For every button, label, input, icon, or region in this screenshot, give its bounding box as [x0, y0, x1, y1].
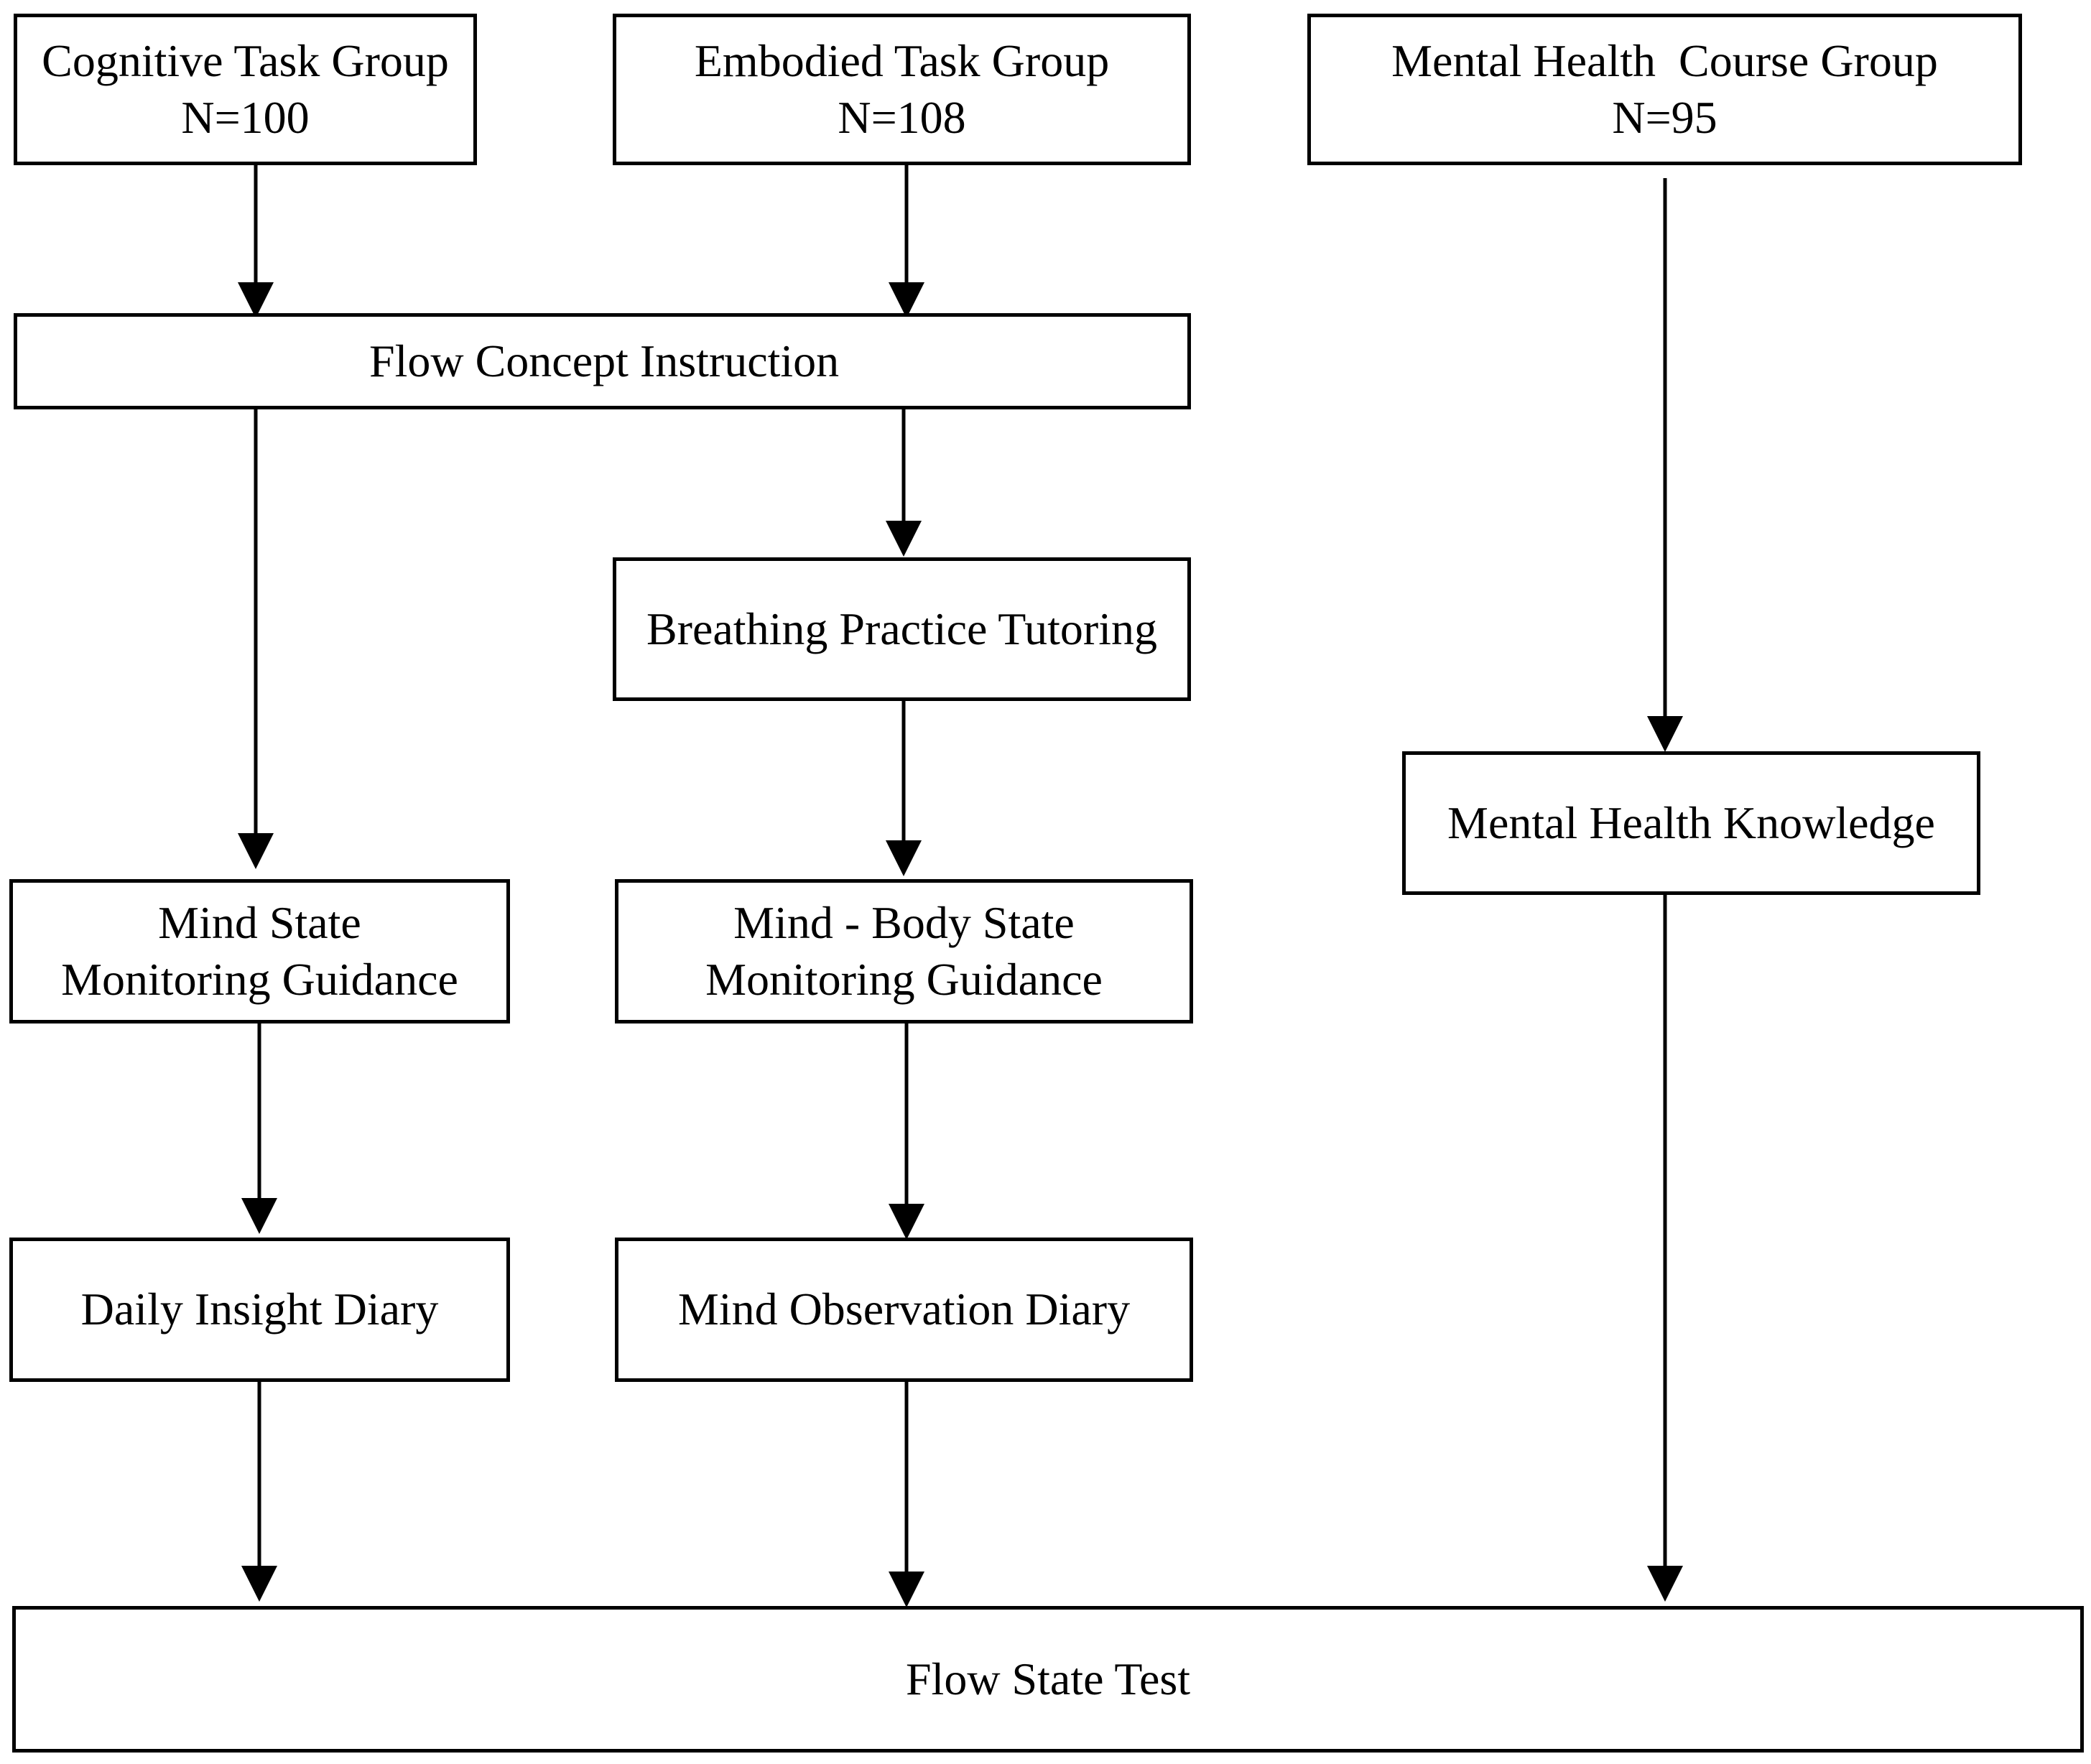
daily-insight-diary-label: Daily Insight Diary [80, 1283, 439, 1335]
embodied-task-group-count: N=108 [838, 91, 966, 143]
cognitive-task-group-box: Cognitive Task Group N=100 [14, 14, 477, 165]
mind-body-state-monitoring-label-line1: Mind - Body State [733, 897, 1075, 949]
mind-body-state-monitoring-guidance-box: Mind - Body State Monitoring Guidance [615, 879, 1193, 1023]
mental-health-knowledge-label: Mental Health Knowledge [1447, 797, 1935, 848]
mind-observation-diary-box: Mind Observation Diary [615, 1238, 1193, 1382]
mind-state-monitoring-guidance-box: Mind State Monitoring Guidance [9, 879, 510, 1023]
mind-state-monitoring-label-line2: Monitoring Guidance [61, 953, 458, 1005]
mental-health-course-group-box: Mental Health Course Group N=95 [1307, 14, 2022, 165]
flow-concept-instruction-label: Flow Concept Instruction [369, 335, 840, 386]
flow-state-test-box: Flow State Test [12, 1606, 2084, 1753]
mental-health-course-group-count: N=95 [1612, 91, 1717, 143]
breathing-practice-tutoring-label: Breathing Practice Tutoring [646, 603, 1158, 654]
cognitive-task-group-count: N=100 [181, 91, 310, 143]
mental-health-knowledge-box: Mental Health Knowledge [1402, 751, 1980, 895]
embodied-task-group-box: Embodied Task Group N=108 [613, 14, 1191, 165]
flow-state-test-label: Flow State Test [905, 1653, 1191, 1704]
flow-concept-instruction-box: Flow Concept Instruction [14, 313, 1191, 409]
cognitive-task-group-label: Cognitive Task Group [42, 35, 449, 87]
mind-body-state-monitoring-label-line2: Monitoring Guidance [705, 953, 1103, 1005]
mental-health-course-group-label: Mental Health Course Group [1391, 35, 1938, 87]
embodied-task-group-label: Embodied Task Group [694, 35, 1110, 87]
breathing-practice-tutoring-box: Breathing Practice Tutoring [613, 557, 1191, 701]
mind-state-monitoring-label-line1: Mind State [158, 897, 361, 949]
mind-observation-diary-label: Mind Observation Diary [677, 1283, 1131, 1335]
daily-insight-diary-box: Daily Insight Diary [9, 1238, 510, 1382]
